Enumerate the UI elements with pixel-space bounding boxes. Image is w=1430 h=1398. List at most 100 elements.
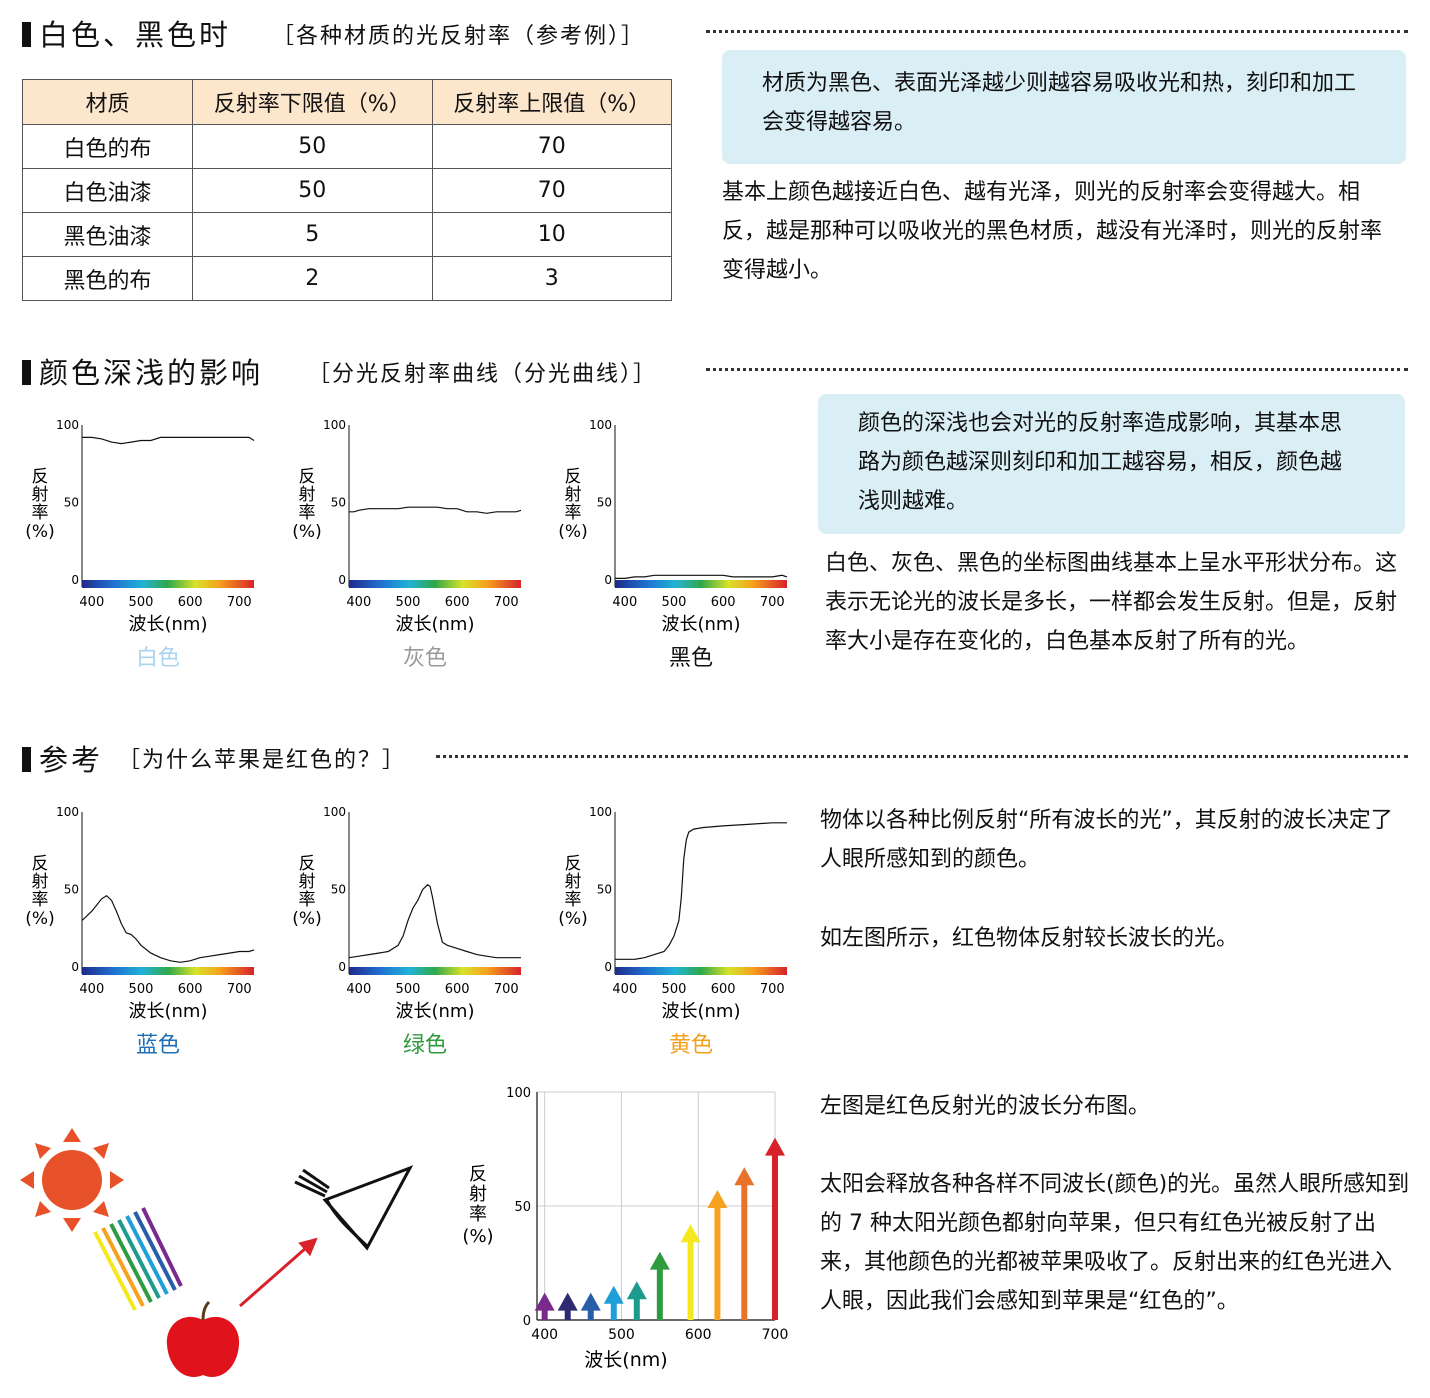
x-axis-label: 波长(nm) (129, 1001, 208, 1022)
x-tick-label: 500 (129, 982, 154, 997)
spectrum-bar (82, 967, 254, 975)
section2-title: 颜色深浅的影响 (22, 350, 263, 392)
y-tick-label: 0 (71, 573, 79, 587)
section3-subtitle: ［为什么苹果是红色的？］ (118, 748, 407, 773)
table-cell: 黑色的布 (21, 256, 194, 301)
table-cell: 2 (192, 256, 433, 301)
bar-arrow-625 (707, 1190, 728, 1320)
section2-divider (706, 368, 1408, 371)
x-tick-label: 500 (129, 595, 154, 610)
bar-head (649, 1251, 670, 1270)
bar-shaft (656, 1265, 663, 1320)
x-tick-label: 600 (685, 1327, 712, 1343)
x-tick-label: 700 (494, 595, 519, 610)
y-axis-label-char: 反 (32, 854, 49, 874)
x-axis-label: 波长(nm) (662, 1001, 741, 1022)
table-cell: 白色的布 (21, 124, 194, 169)
y-tick-label: 50 (64, 883, 79, 897)
table-header: 材质 (21, 79, 194, 125)
spectrum-bar (615, 580, 787, 588)
x-tick-label: 500 (608, 1327, 635, 1343)
y-tick-label: 50 (331, 496, 346, 510)
bar-head (603, 1285, 624, 1304)
x-tick-label: 700 (760, 982, 785, 997)
section3-text3: 左图是红色反射光的波长分布图。 (820, 1094, 1151, 1119)
series-line (615, 574, 788, 579)
y-tick-label: 0 (338, 573, 346, 587)
bar-arrow-660 (734, 1167, 755, 1320)
y-axis-label-char: 率 (565, 503, 582, 523)
x-axis-label: 波长(nm) (396, 1001, 475, 1022)
bar-arrow-520 (626, 1281, 647, 1320)
bar-head (557, 1292, 578, 1311)
bar-head (680, 1224, 701, 1243)
section3-divider (436, 755, 1408, 758)
section2-title-text: 颜色深浅的影响 (39, 356, 264, 390)
bar-head (626, 1281, 647, 1300)
x-tick-label: 400 (612, 982, 637, 997)
y-axis-label-char: 射 (299, 872, 316, 892)
section1-subtitle: ［各种材质的光反射率（参考例）］ (272, 24, 646, 49)
y-axis-unit: (%) (25, 522, 54, 542)
x-axis-label: 波长(nm) (129, 614, 208, 635)
bar-head (707, 1190, 728, 1209)
x-tick-label: 600 (711, 982, 736, 997)
table-cell: 70 (431, 124, 672, 169)
y-axis-label-char: 反 (565, 854, 582, 874)
x-tick-label: 400 (346, 595, 371, 610)
bar-arrow-430 (557, 1292, 578, 1320)
bar-arrow-700 (765, 1137, 785, 1320)
y-axis-label-char: 率 (32, 503, 49, 523)
y-tick-label: 50 (597, 883, 612, 897)
y-axis-label-char: 率 (565, 890, 582, 910)
bar-shaft (587, 1306, 594, 1320)
section3-text2: 如左图所示，红色物体反射较长波长的光。 (820, 926, 1239, 951)
apple-illustration (20, 1128, 414, 1377)
spectrum-bar (349, 967, 521, 975)
y-tick-label: 50 (514, 1200, 531, 1215)
x-tick-label: 400 (79, 595, 104, 610)
y-axis-label-char: 射 (565, 485, 582, 505)
y-tick-label: 50 (64, 496, 79, 510)
series-line (81, 894, 255, 963)
x-tick-label: 500 (396, 982, 421, 997)
bar-arrow-590 (680, 1224, 701, 1320)
section1-body: 基本上颜色越接近白色、越有光泽，则光的反射率会变得越大。相反，越是那种可以吸收光… (722, 180, 1383, 283)
x-tick-label: 600 (711, 595, 736, 610)
x-tick-label: 500 (662, 595, 687, 610)
section1-divider (706, 30, 1408, 33)
x-tick-label: 600 (445, 595, 470, 610)
y-tick-label: 0 (523, 1314, 531, 1329)
x-tick-label: 600 (178, 595, 203, 610)
x-tick-label: 600 (178, 982, 203, 997)
chart-caption: 黑色 (669, 646, 713, 671)
table-header: 反射率下限值（%） (192, 79, 433, 125)
bar-shaft (564, 1306, 571, 1320)
x-tick-label: 700 (227, 595, 252, 610)
reflection-arrow-icon (239, 1237, 318, 1308)
bar-head (734, 1167, 755, 1186)
x-tick-label: 500 (396, 595, 421, 610)
y-axis-label-char: 射 (469, 1184, 487, 1205)
y-tick-label: 100 (323, 805, 346, 819)
table-header: 反射率上限值（%） (431, 79, 672, 125)
y-axis-unit: (%) (292, 522, 321, 542)
table-cell: 黑色油漆 (21, 212, 194, 257)
table-row: 黑色的布 2 3 (21, 256, 672, 301)
x-tick-label: 400 (531, 1327, 558, 1343)
section3-title: 参考 (22, 737, 103, 779)
section1-title: 白色、黑色时 (22, 12, 231, 54)
y-tick-label: 0 (71, 960, 79, 974)
y-axis-unit: (%) (558, 522, 587, 542)
reflectance-table: 材质 反射率下限值（%） 反射率上限值（%） 白色的布 50 70 白色油漆 5… (21, 79, 672, 301)
bar-shaft (772, 1151, 778, 1320)
section2-body: 白色、灰色、黑色的坐标图曲线基本上呈水平形状分布。这表示无论光的波长是多长，一样… (825, 551, 1398, 654)
chart-caption: 灰色 (403, 646, 447, 671)
bar-arrow-550 (649, 1251, 670, 1320)
x-tick-label: 700 (760, 595, 785, 610)
